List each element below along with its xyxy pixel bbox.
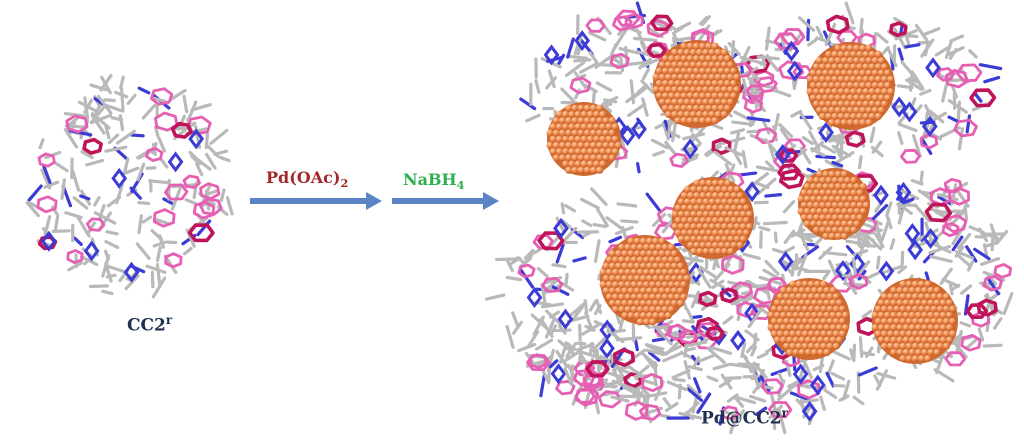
reagent-pd-acetate: Pd(OAc)2 [266, 168, 348, 190]
reagent-nabh4: NaBH4 [403, 170, 464, 192]
cage-label: CC2r [127, 313, 172, 336]
reaction-arrow-2 [392, 192, 499, 210]
reaction-arrow-1 [250, 192, 382, 210]
cage-molecule-cc2r [27, 75, 232, 296]
product-label: Pd@CC2r [701, 406, 788, 429]
